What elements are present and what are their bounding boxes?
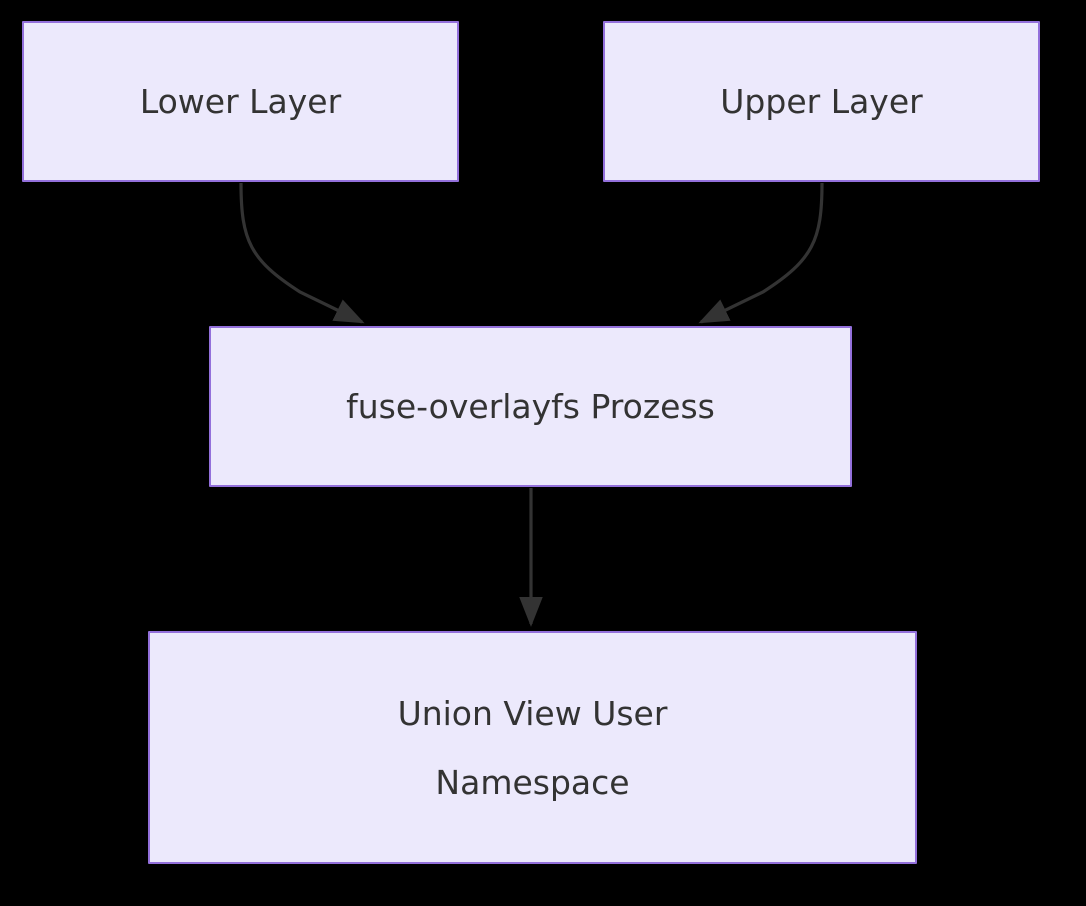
node-upper-layer-label: Upper Layer xyxy=(720,82,923,121)
node-union-view-user-namespace[interactable]: Union View User Namespace xyxy=(148,631,917,864)
node-lower-layer[interactable]: Lower Layer xyxy=(22,21,459,182)
node-union-view-user-namespace-label-line-2: Namespace xyxy=(435,762,630,802)
node-union-view-user-namespace-label-line-1: Union View User xyxy=(397,693,668,733)
edge-upper-to-fuse xyxy=(698,182,824,324)
edge-lower-to-fuse xyxy=(239,182,365,324)
node-upper-layer[interactable]: Upper Layer xyxy=(603,21,1040,182)
node-fuse-overlayfs-process-label: fuse-overlayfs Prozess xyxy=(346,387,715,426)
node-lower-layer-label: Lower Layer xyxy=(139,82,342,121)
node-fuse-overlayfs-process[interactable]: fuse-overlayfs Prozess xyxy=(209,326,852,487)
